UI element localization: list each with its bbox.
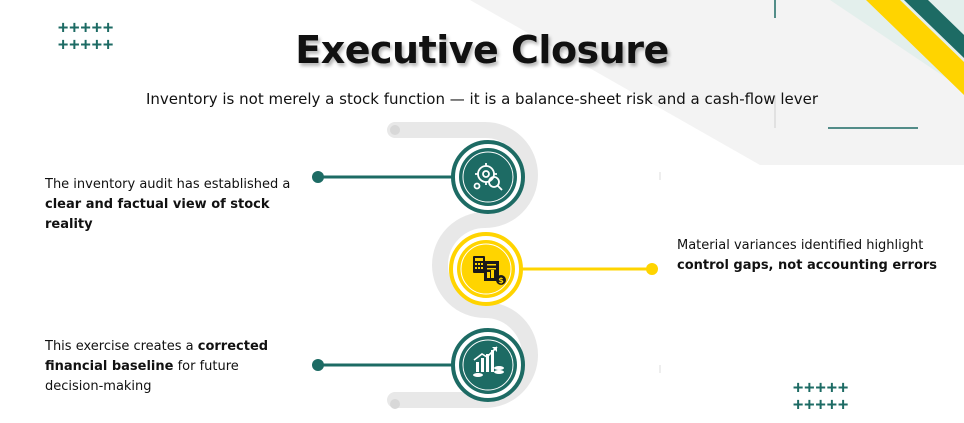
connector-dot-3 <box>312 359 324 371</box>
connector-dot-2 <box>646 263 658 275</box>
connector-track <box>387 122 538 408</box>
plus-row: +++++ <box>58 35 115 55</box>
gear-search-icon <box>473 163 503 191</box>
growth-chart-coins-icon <box>473 346 504 377</box>
point-1-text: The inventory audit has established a cl… <box>45 175 307 235</box>
node-1 <box>451 140 525 214</box>
calculator-document-icon: $ <box>473 256 506 285</box>
plus-row: +++++ <box>58 18 115 38</box>
point-1-plain: The inventory audit has established a <box>45 177 291 192</box>
plus-row: +++++ <box>793 395 850 415</box>
node-2: $ <box>449 232 523 306</box>
background-band <box>470 0 964 165</box>
track-end-dot <box>390 125 400 135</box>
point-2-text: Material variances identified highlight … <box>677 236 947 276</box>
track-end-dot <box>390 399 400 409</box>
point-2-bold: control gaps, not accounting errors <box>677 258 938 273</box>
page-title: Executive Closure <box>295 28 669 72</box>
point-3-bold: corrected financial baseline <box>45 339 269 374</box>
plus-pattern-bottom-right: +++++ +++++ <box>793 380 849 414</box>
point-3-text: This exercise creates a corrected financ… <box>45 337 300 397</box>
point-2-plain: Material variances identified highlight <box>677 238 924 253</box>
svg-text:$: $ <box>498 276 504 285</box>
corner-yellow-stripe <box>866 0 964 95</box>
page-subtitle: Inventory is not merely a stock function… <box>145 90 819 108</box>
corner-teal-stripe <box>904 0 964 58</box>
node-3 <box>451 328 525 402</box>
point-3-plain-end: for future decision-making <box>45 359 239 394</box>
point-1-bold: clear and factual view of stock reality <box>45 197 270 232</box>
point-3-plain: This exercise creates a <box>45 339 198 354</box>
plus-row: +++++ <box>793 378 850 398</box>
plus-pattern-top-left: +++++ +++++ <box>58 20 114 54</box>
connector-dot-1 <box>312 171 324 183</box>
